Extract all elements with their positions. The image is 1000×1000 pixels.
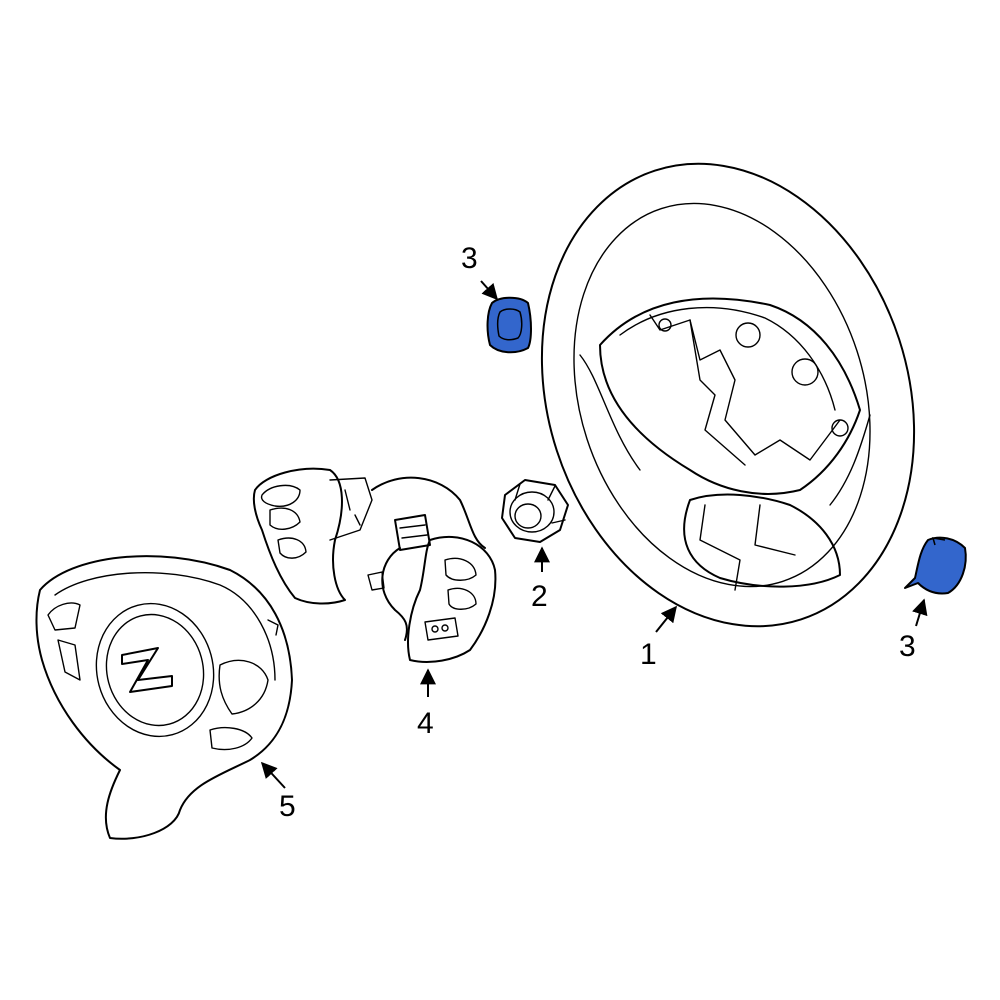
cover-right — [904, 536, 967, 595]
steering-wheel — [540, 162, 916, 628]
callout-label-5: 5 — [279, 790, 296, 823]
switch-assembly — [252, 467, 497, 663]
callout-label-3-upper: 3 — [461, 242, 478, 275]
callout-arrow-3b — [912, 598, 928, 627]
callout-label-2: 2 — [531, 580, 548, 613]
callout-label-3-right: 3 — [899, 630, 916, 663]
callout-label-1: 1 — [640, 638, 657, 671]
callout-label-4: 4 — [417, 707, 434, 740]
nut — [501, 479, 569, 543]
airbag-module — [35, 555, 293, 840]
callout-arrow-3a — [480, 280, 499, 301]
cover-upper — [486, 296, 532, 354]
callout-arrow-1 — [655, 605, 677, 633]
callout-arrow-5 — [260, 761, 286, 789]
